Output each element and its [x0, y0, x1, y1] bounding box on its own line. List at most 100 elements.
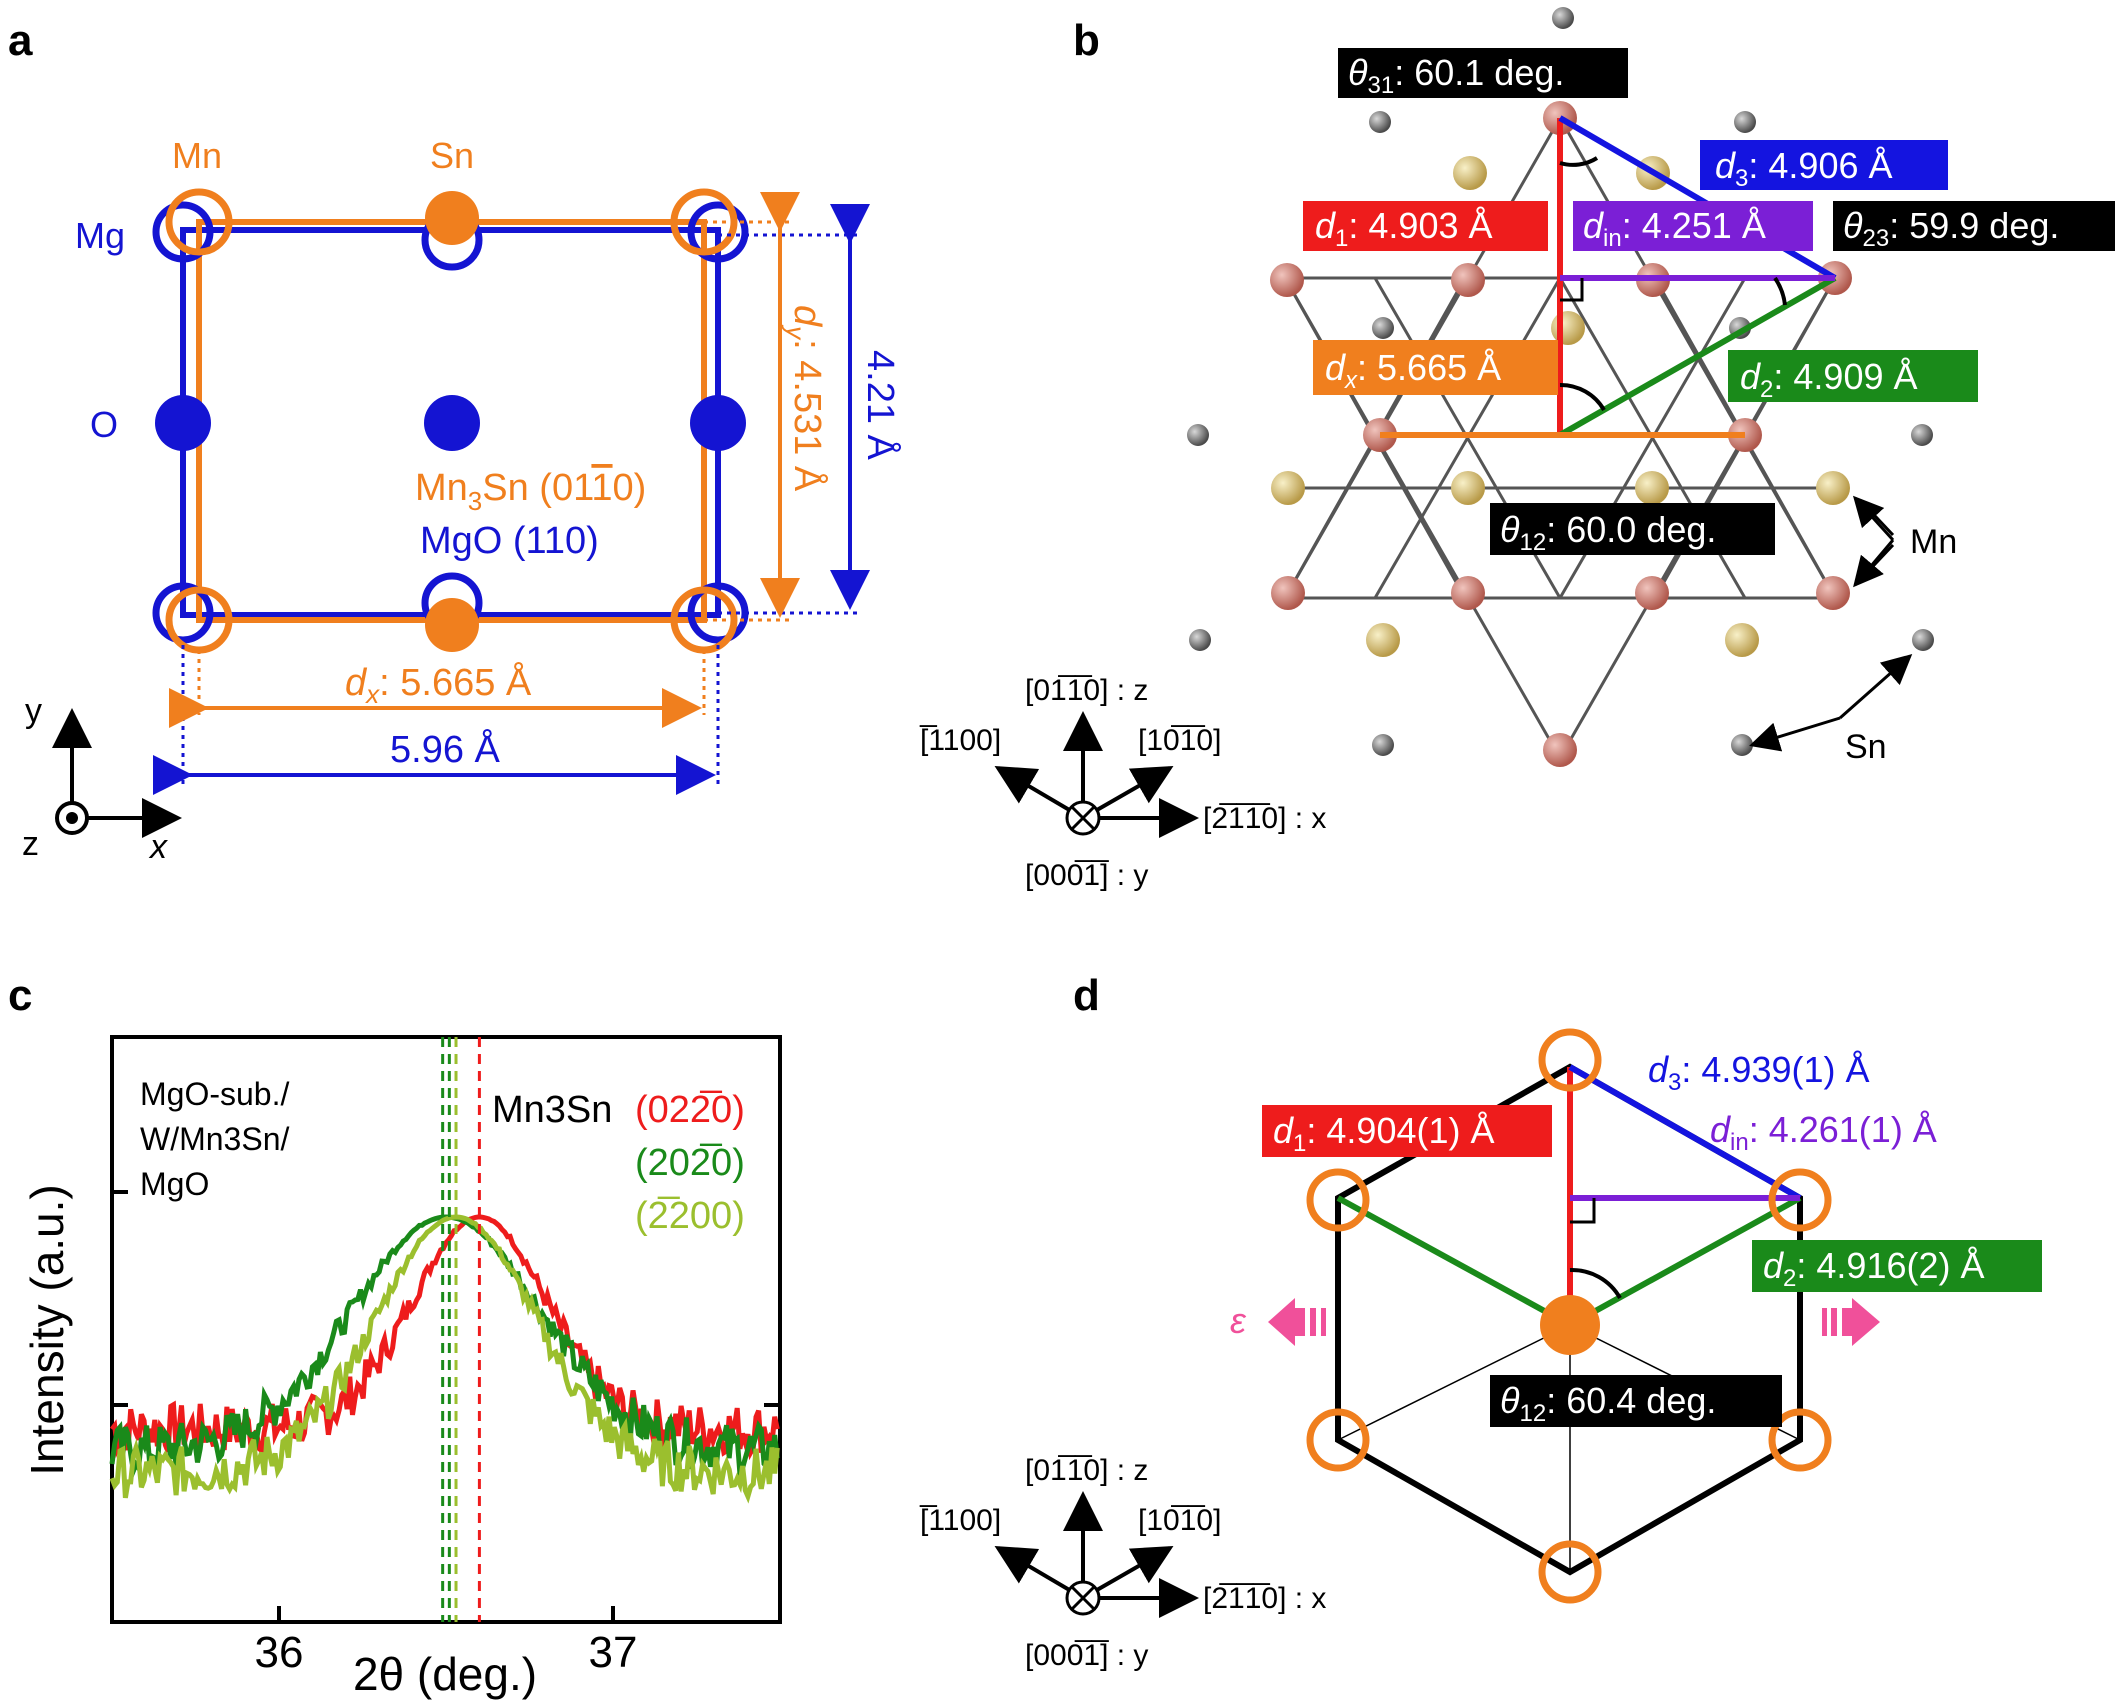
axis-x-hex-label-d: [2̅1̅1̅0] : x [1203, 1582, 1326, 1615]
x-tick-label: 36 [255, 1628, 304, 1677]
strain-arrow-left-icon [1268, 1298, 1326, 1346]
legend-lightgreen: (2̅200) [635, 1195, 745, 1237]
mn-atom [1306, 1168, 1370, 1232]
mn-atom [1543, 733, 1577, 767]
hex-axes-d: [01̅1̅0] : z [̅1100] [10̅1̅0] [2̅1̅1̅0] … [919, 1454, 1326, 1672]
d2-label: d2: 4.909 Å [1728, 350, 1978, 403]
sn-atom [1372, 734, 1394, 756]
mn-atom [1306, 1408, 1370, 1472]
mn-atom [165, 188, 233, 256]
panel-b: b [919, 7, 2115, 892]
legend-prefix: Mn3Sn [492, 1089, 612, 1131]
sn-atom [1552, 7, 1574, 29]
din-label: din: 4.251 Å [1573, 201, 1813, 252]
axis-a1-label: [̅1100] [919, 724, 1001, 757]
axis-x-hex-label: [2̅1̅1̅0] : x [1203, 802, 1326, 835]
plot-frame [110, 1035, 782, 1624]
axis-y-hex-label-d: [000̅1̅] : y [1025, 1639, 1148, 1672]
legend-red: (022̅0) [635, 1089, 745, 1131]
axis-z-label: z [22, 825, 39, 863]
mg-atom [152, 201, 214, 263]
panel-letter-d: d [1073, 971, 1100, 1020]
svg-text:θ31: 60.1 deg.: θ31: 60.1 deg. [1348, 52, 1564, 99]
axis-a2-label-d: [10̅1̅0] [1138, 1504, 1221, 1537]
legend-green: (202̅0) [635, 1142, 745, 1184]
svg-text:d1: 4.903 Å: d1: 4.903 Å [1315, 205, 1493, 252]
panel-a: a Mn [8, 16, 903, 866]
mn-atom [1270, 263, 1304, 297]
o-atom [424, 395, 480, 451]
sn-atom [1731, 734, 1753, 756]
o-atom [155, 395, 211, 451]
axis-y-hex-label: [000̅1̅] : y [1025, 859, 1148, 892]
mn-atom [1271, 471, 1305, 505]
axis-x-label: x [148, 828, 168, 866]
mn-atom [1451, 471, 1485, 505]
theta12-label-d: θ12: 60.4 deg. [1490, 1375, 1782, 1427]
theta23-label: θ23: 59.9 deg. [1833, 201, 2115, 252]
film-label: Mn3Sn (0110) [415, 467, 646, 516]
svg-text:d3: 4.906 Å: d3: 4.906 Å [1715, 145, 1893, 192]
sample-line-3: MgO [140, 1166, 209, 1202]
sample-line-2: W/Mn3Sn/ [140, 1121, 289, 1157]
mn-atom [1366, 623, 1400, 657]
o-label: O [90, 404, 118, 445]
mn-atom [1635, 576, 1669, 610]
epsilon-label: ε [1230, 1300, 1247, 1341]
axis-z-hex-label-d: [01̅1̅0] : z [1025, 1454, 1148, 1487]
panel-c: c 36 37 Intensity (a.u.) 2θ (deg.) MgO-su… [8, 971, 782, 1700]
d3-label-d: d3: 4.939(1) Å [1648, 1049, 1870, 1096]
sn-atom [1911, 424, 1933, 446]
mn-atom [1768, 1408, 1832, 1472]
d2-left-line [1336, 1195, 1572, 1328]
sn-label-b: Sn [1845, 728, 1887, 766]
dx-label-b: dx: 5.665 Å [1313, 340, 1558, 395]
x-axis-title: 2θ (deg.) [353, 1648, 537, 1700]
mgo-x-label: 5.96 Å [390, 727, 501, 771]
mn-label-a: Mn [172, 135, 222, 176]
mn-atom [1271, 576, 1305, 610]
substrate-label: MgO (110) [420, 520, 599, 562]
mn-atom [1768, 1168, 1832, 1232]
mg-atom [152, 582, 214, 644]
mn-atom [1453, 156, 1487, 190]
svg-text:din: 4.251 Å: din: 4.251 Å [1583, 205, 1766, 252]
sn-atom [1187, 424, 1209, 446]
panel-letter-a: a [8, 16, 33, 65]
sn-atom [1369, 111, 1391, 133]
mn3sn-y-label: dy: 4.531 Å [781, 305, 830, 492]
axis-z-hex-label: [01̅1̅0] : z [1025, 674, 1148, 707]
svg-text:d2: 4.909 Å: d2: 4.909 Å [1740, 356, 1918, 403]
d3-line [1558, 115, 1837, 281]
mn-atom [1451, 576, 1485, 610]
panel-letter-b: b [1073, 16, 1100, 65]
sample-line-1: MgO-sub./ [140, 1076, 289, 1112]
sn-atom [1734, 111, 1756, 133]
hex-axes-b: [01̅1̅0] : z [̅1100] [10̅1̅0] [2̅1̅1̅0] … [919, 674, 1326, 892]
mn-atom [1816, 576, 1850, 610]
svg-text:dx: 5.665 Å: dx: 5.665 Å [1325, 347, 1501, 394]
x-tick-label: 37 [589, 1628, 638, 1677]
sn-atoms-a [425, 191, 479, 652]
o-atoms [155, 395, 746, 451]
sn-atom [1372, 317, 1394, 339]
mn3sn-x-label: dx: 5.665 Å [345, 660, 532, 709]
svg-text:θ12: 60.4 deg.: θ12: 60.4 deg. [1500, 1380, 1716, 1427]
sn-label-a: Sn [430, 135, 474, 176]
axis-a2-label: [10̅1̅0] [1138, 724, 1221, 757]
svg-text:θ12: 60.0 deg.: θ12: 60.0 deg. [1500, 509, 1716, 556]
mgo-y-label: 4.21 Å [859, 350, 903, 461]
mg-atom [687, 201, 749, 263]
y-axis-title: Intensity (a.u.) [21, 1184, 73, 1475]
sn-atom [1189, 629, 1211, 651]
mg-label: Mg [75, 215, 125, 256]
theta12-label-b: θ12: 60.0 deg. [1490, 503, 1775, 556]
d2-line [1558, 275, 1837, 438]
svg-text:θ23: 59.9 deg.: θ23: 59.9 deg. [1843, 205, 2059, 252]
mn-atoms-d [1306, 1028, 1832, 1604]
mn-atom [1816, 471, 1850, 505]
panel-d: d d3: 4.939(1) Å din: 4.261(1) Å d1: 4.9… [919, 971, 2042, 1672]
panel-letter-c: c [8, 971, 32, 1020]
d1-label-d: d1: 4.904(1) Å [1262, 1105, 1552, 1157]
